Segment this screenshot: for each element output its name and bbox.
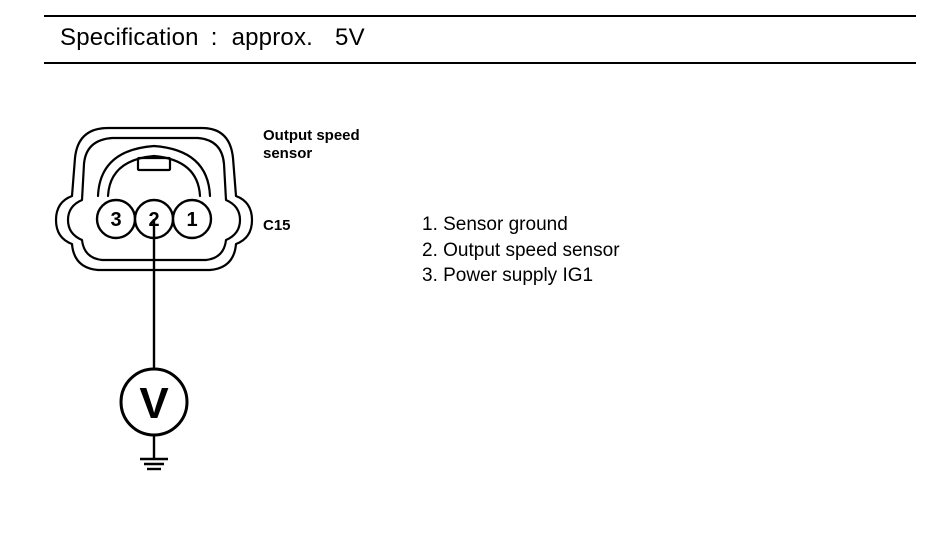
- voltmeter-symbol: V: [139, 379, 169, 428]
- specification-value: 5V: [335, 24, 365, 51]
- connector-id: C15: [263, 217, 291, 234]
- locking-tab-arch: [96, 144, 212, 198]
- ground-icon: [140, 457, 168, 471]
- specification-label: Specification: [60, 24, 199, 51]
- pin-description-2: 2. Output speed sensor: [422, 239, 620, 261]
- connector-inner-housing: [66, 136, 242, 262]
- pin-1-circle: [171, 198, 213, 240]
- pin-description-3: 3. Power supply IG1: [422, 265, 594, 286]
- specification-line: Specification: approx. 5V: [60, 24, 365, 52]
- pin-description-1: 1. Sensor ground: [422, 214, 568, 235]
- pin-description-list: 1. Sensor ground 2. Output speed sensor …: [422, 212, 620, 289]
- connector-name: Output speed sensor: [263, 127, 360, 162]
- pin-1-label: 1: [186, 209, 197, 231]
- specification-qualifier: approx.: [231, 24, 314, 51]
- key-slot: [136, 156, 172, 172]
- connector-outer-housing: [54, 126, 254, 272]
- locking-tab-inner-arch: [106, 154, 202, 198]
- top-rule: [44, 15, 916, 17]
- pin-3-label: 3: [110, 209, 121, 231]
- bottom-rule: [44, 62, 916, 64]
- specification-separator: :: [210, 24, 218, 51]
